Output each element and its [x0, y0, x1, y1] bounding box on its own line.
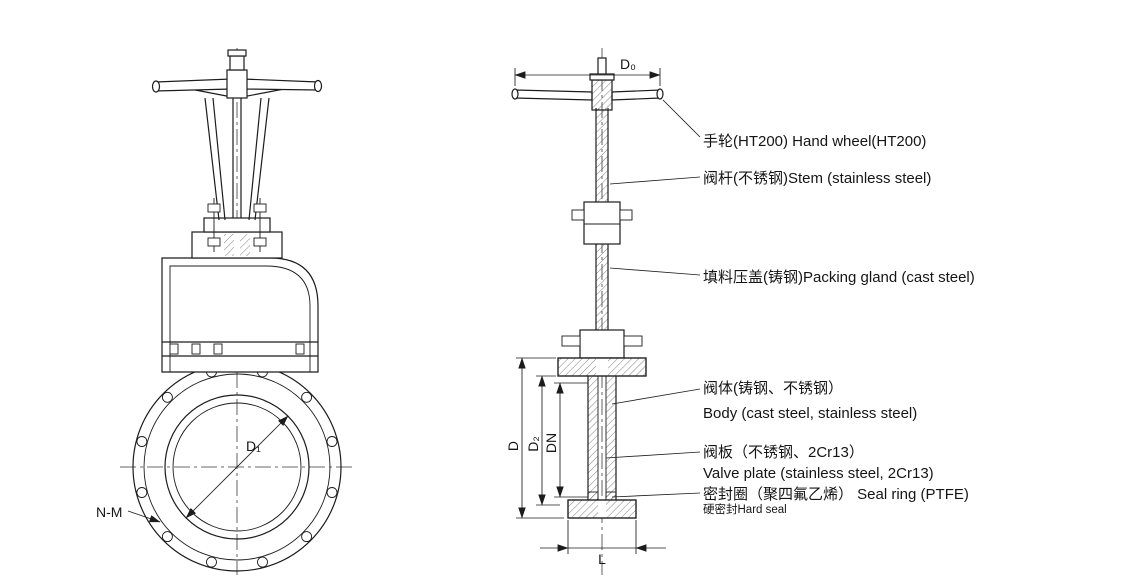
dim-d0: [514, 68, 661, 86]
dim-d0-label: D₀: [620, 56, 636, 72]
bonnet-front: [191, 217, 283, 259]
dim-dn: [554, 382, 588, 498]
label-seal-ring: 密封圈（聚四氟乙烯） Seal ring (PTFE): [703, 486, 969, 503]
leader-packing-gland: [609, 267, 701, 276]
dim-dn-label: DN: [543, 433, 559, 453]
label-body-cn: 阀体(铸钢、不锈钢）: [703, 380, 843, 397]
valve-body-front: [161, 257, 319, 373]
hand-wheel-side: [511, 57, 664, 111]
dim-d1: [185, 415, 289, 519]
leader-seal-ring: [611, 492, 701, 498]
dim-d2-label: D₂: [525, 436, 541, 452]
label-body-en: Body (cast steel, stainless steel): [703, 405, 917, 422]
dim-l-label: L: [598, 551, 606, 567]
flange-circles: [132, 362, 342, 572]
bottom-flange-side: [567, 499, 637, 519]
yoke-front: [204, 97, 270, 221]
leader-stem: [609, 176, 701, 185]
body-top-flange-side: [557, 357, 647, 377]
leader-hand-wheel: [662, 99, 701, 138]
callout-leaders: [605, 99, 701, 498]
label-packing-gland: 填料压盖(铸钢)Packing gland (cast steel): [703, 269, 975, 286]
gland-bolts-front: [207, 198, 267, 252]
side-view: D₀ D D₂ DN L: [505, 48, 701, 575]
hand-wheel-front: [151, 49, 323, 99]
dim-d: [516, 357, 564, 519]
callout-labels: 手轮(HT200) Hand wheel(HT200) 阀杆(不锈钢)Stem …: [703, 133, 975, 516]
label-hand-wheel: 手轮(HT200) Hand wheel(HT200): [703, 133, 926, 150]
label-stem: 阀杆(不锈钢)Stem (stainless steel): [703, 170, 931, 187]
leader-body: [611, 388, 701, 405]
dim-nm: [127, 510, 161, 523]
dim-d2: [536, 375, 560, 506]
stem-front: [232, 98, 242, 218]
label-hard-seal: 硬密封Hard seal: [703, 502, 787, 516]
dim-d1-label: D₁: [246, 438, 261, 454]
label-valve-plate-cn: 阀板（不锈钢、2Cr13）: [703, 443, 864, 461]
packing-gland-side: [561, 329, 643, 359]
body-side: [587, 376, 617, 500]
dim-l: [540, 520, 666, 554]
dim-d-label: D: [505, 441, 521, 451]
dim-nm-label: N-M: [96, 504, 122, 520]
stem-coupling-side: [571, 201, 633, 245]
front-view: D₁ N-M: [96, 48, 356, 575]
leader-valve-plate: [605, 451, 701, 459]
label-valve-plate-en: Valve plate (stainless steel, 2Cr13): [703, 465, 934, 482]
